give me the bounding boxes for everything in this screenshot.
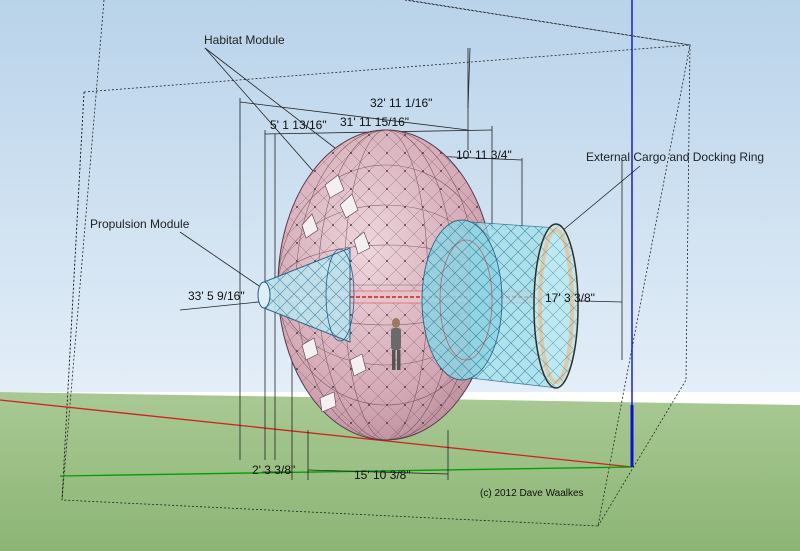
dimension-17ft: 17' 3 3/8": [545, 291, 595, 305]
cargo-ring-cylinder[interactable]: [421, 219, 579, 389]
green-axis: [59, 466, 633, 477]
dimension-32ft: 32' 11 1/16": [370, 96, 432, 110]
dimension-2ft: 2' 3 3/8": [252, 463, 295, 477]
red-axis: [0, 399, 633, 468]
propulsion-module[interactable]: [257, 247, 355, 343]
dimension-31ft: 31' 11 15/16": [340, 115, 409, 129]
ground: [0, 392, 800, 551]
label-cargo-ring: External Cargo and Docking Ring: [586, 150, 764, 164]
dimension-10ft: 10' 11 3/4": [456, 148, 512, 162]
dimension-15ft: 15' 10 3/8": [354, 468, 411, 482]
dimension-5ft: 5' 1 13/16": [270, 118, 327, 132]
model-axes: [0, 0, 634, 477]
label-propulsion-module: Propulsion Module: [90, 217, 190, 231]
copyright-text: (c) 2012 Dave Waalkes: [480, 488, 584, 499]
human-figure: [391, 318, 401, 370]
dimension-33ft: 33' 5 9/16": [188, 289, 245, 303]
label-habitat-module: Habitat Module: [204, 33, 285, 47]
bounding-box: [61, 0, 691, 527]
